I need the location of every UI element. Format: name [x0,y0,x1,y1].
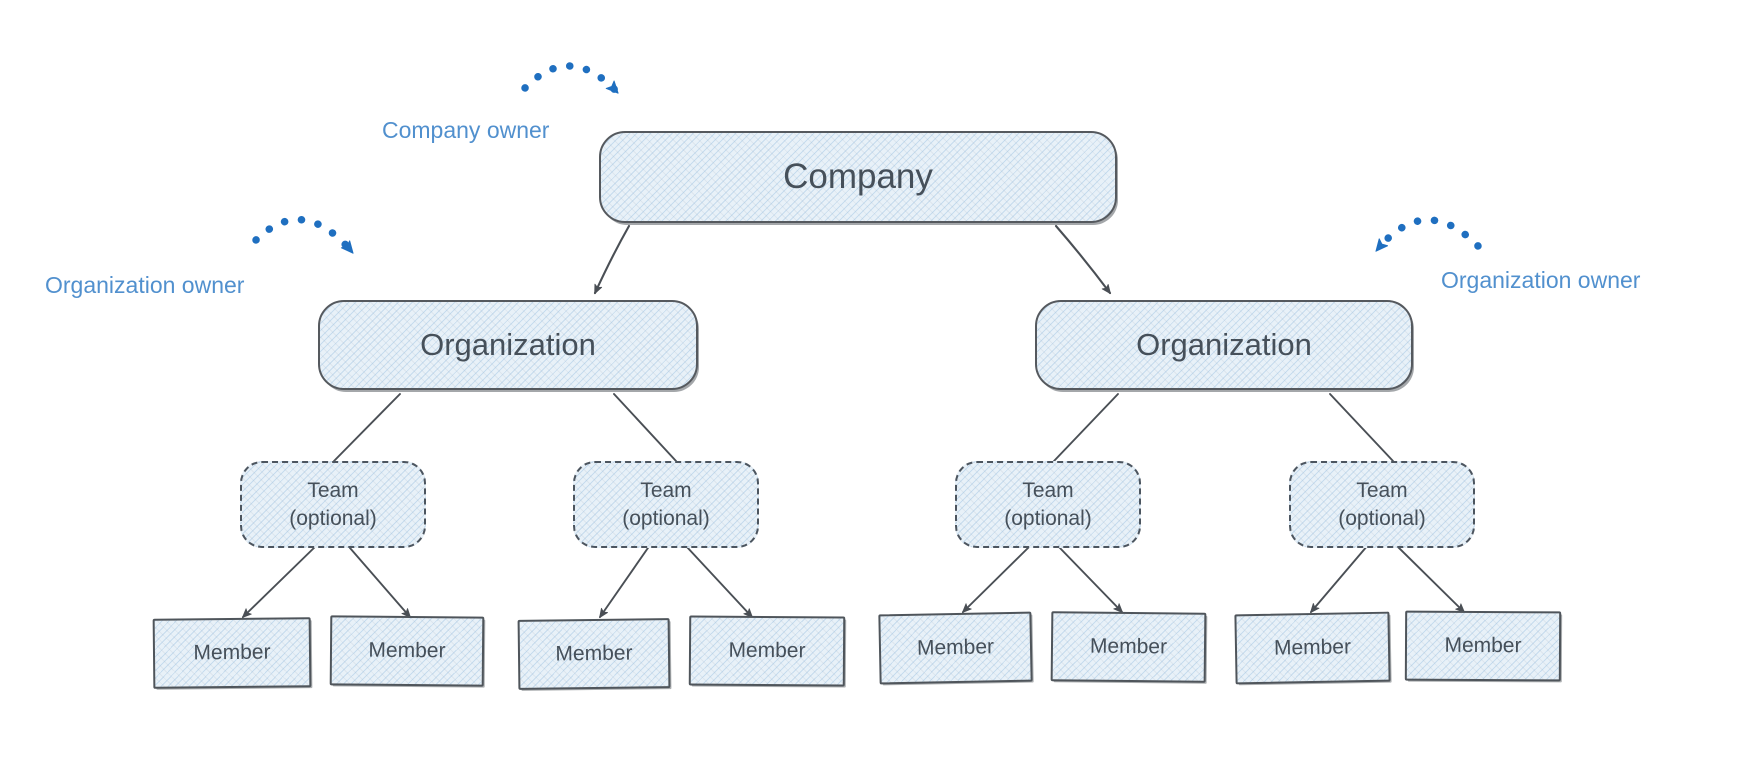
connector-company-to-org-right [1054,224,1112,295]
node-team-4-label-line1: Team [1356,478,1408,502]
connector-team-3-to-member-5 [962,546,1030,613]
annotation-label-org-owner-right: Organization owner [1441,267,1641,293]
connector-team-4-to-member-8 [1395,544,1465,613]
connector-org-right-to-team-3 [1053,393,1119,462]
node-team-2-label-line2: (optional) [622,506,710,530]
node-team-4[interactable]: Team (optional) [1289,461,1475,548]
node-team-1[interactable]: Team (optional) [240,461,426,548]
annotation-arrow-org-owner-right [1373,216,1482,254]
node-company-label: Company [783,157,933,196]
node-member-2-label: Member [368,638,446,663]
connector-team-4-to-member-7 [1310,544,1369,614]
annotation-arrow-org-owner-left [252,215,356,256]
node-company[interactable]: Company [599,131,1117,223]
connector-org-left-to-team-2 [613,393,677,462]
node-organization-left[interactable]: Organization [318,300,698,390]
node-member-3[interactable]: Member [517,618,671,690]
connector-org-right-to-team-4 [1329,393,1394,462]
annotation-label-org-owner-left: Organization owner [45,272,245,298]
node-organization-right-label: Organization [1136,327,1312,362]
node-team-3[interactable]: Team (optional) [955,461,1141,548]
node-team-3-label-line1: Team [1022,478,1074,502]
connector-team-1-to-member-2 [349,547,411,619]
node-member-6-label: Member [1089,634,1168,659]
node-member-3-label: Member [555,641,633,666]
node-member-7[interactable]: Member [1234,611,1391,685]
node-member-1[interactable]: Member [152,617,312,689]
node-member-4[interactable]: Member [688,615,846,687]
node-member-8-label: Member [1444,633,1522,658]
node-member-2[interactable]: Member [329,615,485,687]
node-team-2-label-line1: Team [640,478,692,502]
node-member-5-label: Member [916,635,995,660]
node-team-1-label-line2: (optional) [289,506,377,530]
connector-team-3-to-member-6 [1057,545,1123,613]
node-organization-left-label: Organization [420,327,596,362]
node-member-8[interactable]: Member [1404,610,1562,682]
node-team-3-label-line2: (optional) [1004,506,1092,530]
node-member-7-label: Member [1273,635,1352,660]
annotation-label-company-owner: Company owner [382,117,550,143]
connector-company-to-org-left [593,224,631,295]
node-team-1-label-line1: Team [307,478,359,502]
connector-org-left-to-team-1 [333,393,401,462]
node-team-4-label-line2: (optional) [1338,506,1426,530]
node-member-4-label: Member [728,638,806,663]
node-member-1-label: Member [193,640,271,665]
connector-team-1-to-member-1 [242,543,319,618]
annotation-arrow-company-owner [521,62,621,96]
node-member-6[interactable]: Member [1050,611,1207,683]
node-team-2[interactable]: Team (optional) [573,461,759,548]
node-organization-right[interactable]: Organization [1035,300,1413,390]
connector-team-2-to-member-4 [685,545,753,618]
node-member-5[interactable]: Member [878,611,1033,685]
connector-team-2-to-member-3 [599,544,651,619]
